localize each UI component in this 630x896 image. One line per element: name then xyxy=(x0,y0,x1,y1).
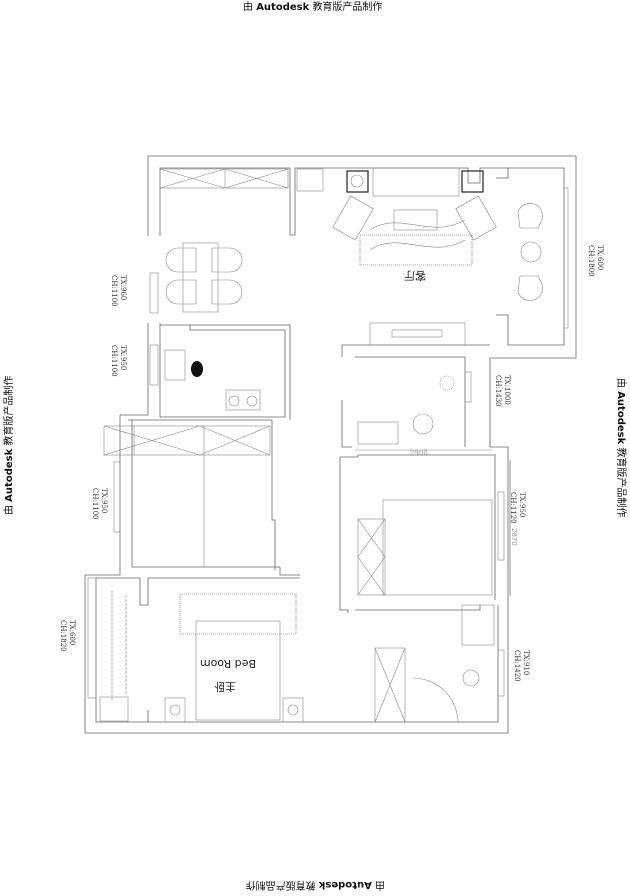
svg-text:TX:950: TX:950 xyxy=(100,488,108,513)
svg-text:CH:1120: CH:1120 xyxy=(509,492,517,524)
walls xyxy=(84,155,577,734)
fridge xyxy=(296,168,324,192)
watermark-top: 由 Autodesk 教育版产品制作 xyxy=(243,0,382,13)
watermark-left: 由 Autodesk 教育版产品制作 xyxy=(2,376,15,515)
svg-text:CH:1100: CH:1100 xyxy=(91,488,99,520)
master-bedroom-label-cn: 主卧 xyxy=(214,680,236,693)
master-bedroom-label-en: Bed Room xyxy=(200,657,256,670)
svg-text:由 Autodesk 教育版产品制作: 由 Autodesk 教育版产品制作 xyxy=(2,376,15,515)
svg-text:TX:1000: TX:1000 xyxy=(503,375,511,405)
windows xyxy=(87,187,569,699)
svg-text:CH:1800: CH:1800 xyxy=(587,245,595,277)
svg-text:TX:600: TX:600 xyxy=(68,620,76,645)
svg-text:由 Autodesk 教育版产品制作: 由 Autodesk 教育版产品制作 xyxy=(243,0,382,13)
bathroom-1 xyxy=(357,375,455,445)
svg-text:CH:1100: CH:1100 xyxy=(110,275,118,307)
svg-text:CH:1430: CH:1430 xyxy=(494,375,502,407)
watermark-right: 由 Autodesk 教育版产品制作 xyxy=(615,378,628,517)
svg-text:由 Autodesk 教育版产品制作: 由 Autodesk 教育版产品制作 xyxy=(615,378,628,517)
dimension-vertical: 2870 xyxy=(510,528,518,546)
master-bed xyxy=(99,590,304,723)
dining-set xyxy=(165,242,243,313)
bathroom-2 xyxy=(374,604,495,723)
svg-text:TX:960: TX:960 xyxy=(119,275,127,300)
tv-cabinet xyxy=(369,322,466,346)
kitchen xyxy=(164,349,261,411)
svg-text:TX:950: TX:950 xyxy=(119,345,127,370)
right-bedroom xyxy=(357,460,511,596)
svg-text:CH:1820: CH:1820 xyxy=(59,620,67,652)
dimension-horizontal: 2900 xyxy=(410,449,428,457)
svg-text:TX:600: TX:600 xyxy=(596,245,604,270)
svg-text:由 Autodesk 教育版产品制作: 由 Autodesk 教育版产品制作 xyxy=(246,879,385,892)
wardrobe-top xyxy=(159,168,289,189)
round-table-set xyxy=(517,203,543,301)
second-bedroom-wardrobe xyxy=(103,425,271,567)
watermark-bottom: 由 Autodesk 教育版产品制作 xyxy=(246,879,385,892)
living-room-label: 客厅 xyxy=(404,269,426,283)
svg-text:CH:1100: CH:1100 xyxy=(110,345,118,377)
svg-text:CH:1420: CH:1420 xyxy=(513,650,521,682)
svg-text:TX:950: TX:950 xyxy=(518,492,526,517)
svg-text:TX:910: TX:910 xyxy=(522,650,530,675)
sofa-set xyxy=(332,167,497,266)
